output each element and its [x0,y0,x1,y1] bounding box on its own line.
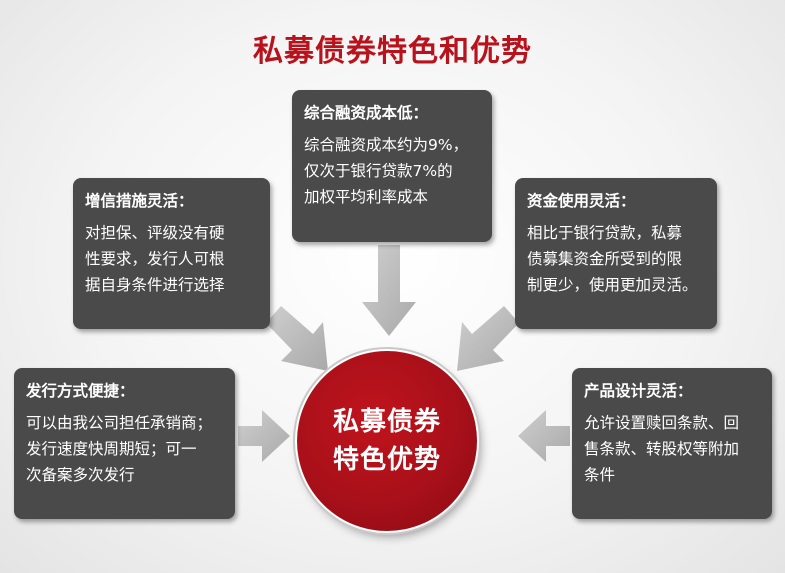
arrow-upper-right [457,306,519,371]
funds-body: 相比于银行贷款，私募 债募集资金所受到的限 制更少，使用更加灵活。 [527,224,698,294]
design-body: 允许设置赎回条款、回 售条款、转股权等附加 条件 [584,414,740,484]
arrow-top [362,245,416,336]
issuance-body: 可以由我公司担任承销商； 发行速度快周期短；可一 次备案多次发行 [26,414,213,484]
issuance-box: 发行方式便捷： 可以由我公司担任承销商； 发行速度快周期短；可一 次备案多次发行 [14,368,235,519]
credit-heading: 增信措施灵活： [85,192,194,210]
design-box: 产品设计灵活： 允许设置赎回条款、回 售条款、转股权等附加 条件 [572,368,772,519]
credit-body: 对担保、评级没有硬 性要求，发行人可根 据自身条件进行选择 [85,224,225,294]
center-circle: 私募债券 特色优势 [297,351,477,531]
arrow-upper-left [266,306,328,371]
funds-box: 资金使用灵活： 相比于银行贷款，私募 债募集资金所受到的限 制更少，使用更加灵活… [515,178,717,329]
center-line-2: 特色优势 [332,445,441,475]
page-title: 私募债券特色和优势 [253,34,532,69]
credit-box: 增信措施灵活： 对担保、评级没有硬 性要求，发行人可根 据自身条件进行选择 [73,178,270,329]
cost-heading: 综合融资成本低： [304,104,429,122]
cost-body: 综合融资成本约为9%， 仅次于银行贷款7%的 加权平均利率成本 [304,136,469,206]
arrow-left [238,410,290,462]
design-heading: 产品设计灵活： [584,382,693,400]
issuance-heading: 发行方式便捷： [26,382,135,400]
cost-box: 综合融资成本低： 综合融资成本约为9%， 仅次于银行贷款7%的 加权平均利率成本 [292,90,492,242]
funds-heading: 资金使用灵活： [527,192,636,210]
center-line-1: 私募债券 [332,407,441,437]
arrow-right [518,410,570,462]
